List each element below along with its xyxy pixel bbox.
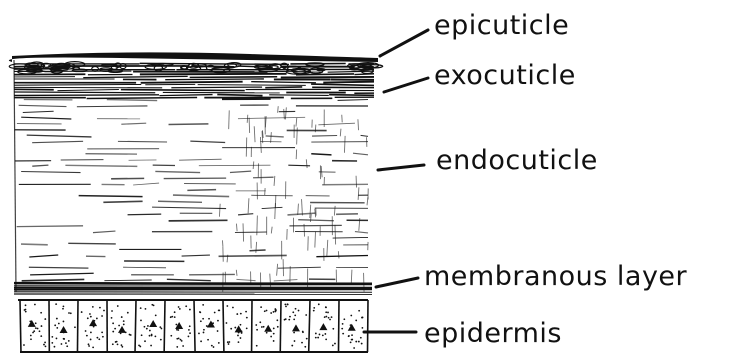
membranous-layer [14, 283, 372, 294]
leader-exocuticle [384, 78, 428, 92]
leader-membranous-layer [376, 278, 418, 287]
epidermis-layer [18, 300, 368, 352]
label-exocuticle: exocuticle [434, 62, 576, 89]
leader-epicuticle [380, 30, 428, 56]
leader-endocuticle [378, 165, 424, 170]
leader-lines [364, 30, 428, 332]
label-endocuticle: endocuticle [436, 147, 598, 174]
label-epidermis: epidermis [424, 320, 562, 347]
label-membranous-layer: membranous layer [424, 263, 687, 290]
label-epicuticle: epicuticle [434, 12, 569, 39]
